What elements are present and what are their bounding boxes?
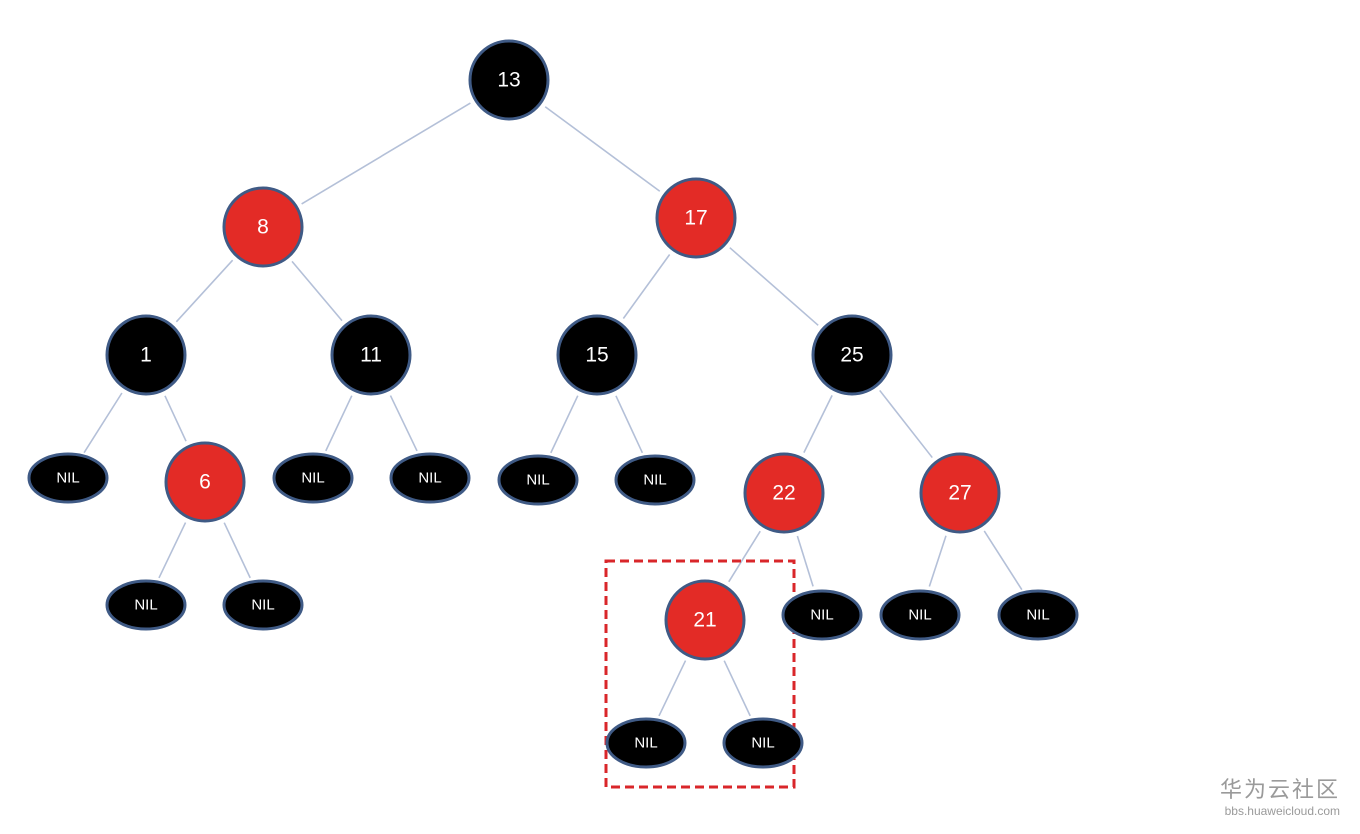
edge-n22-nil_22R xyxy=(796,535,814,587)
tree-node-27: 27 xyxy=(919,452,1001,534)
node-circle-22 xyxy=(743,452,825,534)
node-label-17: 17 xyxy=(684,207,707,230)
tree-node-13: 13 xyxy=(468,39,550,121)
watermark: 华为云社区 bbs.huaweicloud.com xyxy=(1220,778,1340,818)
nil-leaf-shape xyxy=(222,579,304,631)
nil-leaf-node: NIL xyxy=(222,579,304,631)
edge-n13-n17 xyxy=(544,106,661,192)
edge-n25-n27 xyxy=(879,389,933,459)
nil-label: NIL xyxy=(251,597,274,614)
nil-label: NIL xyxy=(1026,607,1049,624)
tree-node-6: 6 xyxy=(164,441,246,523)
node-label-11: 11 xyxy=(360,344,382,367)
edge-n13-n8 xyxy=(301,102,471,205)
nil-leaf-node: NIL xyxy=(27,452,109,504)
nil-label: NIL xyxy=(634,735,657,752)
nil-leaf-node: NIL xyxy=(389,452,471,504)
edge-n15-nil_15R xyxy=(615,395,644,454)
edge-n1-nil_1L xyxy=(83,392,123,454)
nil-leaf-shape xyxy=(27,452,109,504)
tree-node-15: 15 xyxy=(556,314,638,396)
node-label-22: 22 xyxy=(772,482,795,505)
edge-n1-n6 xyxy=(164,395,187,442)
edge-n27-nil_27R xyxy=(983,530,1023,591)
nil-label: NIL xyxy=(418,470,441,487)
tree-edges xyxy=(83,102,1023,717)
node-circle-1 xyxy=(105,314,187,396)
nil-leaf-node: NIL xyxy=(722,717,804,769)
nil-label: NIL xyxy=(908,607,931,624)
nil-leaf-node: NIL xyxy=(105,579,187,631)
nil-label: NIL xyxy=(526,472,549,489)
node-label-8: 8 xyxy=(257,216,269,239)
nil-leaf-shape xyxy=(879,589,961,641)
edge-n21-nil_21L xyxy=(658,660,687,717)
nil-leaf-shape xyxy=(997,589,1079,641)
tree-node-25: 25 xyxy=(811,314,893,396)
tree-node-22: 22 xyxy=(743,452,825,534)
edge-n15-nil_15L xyxy=(550,395,579,454)
nil-label: NIL xyxy=(301,470,324,487)
node-circle-6 xyxy=(164,441,246,523)
edge-n11-nil_11R xyxy=(389,395,418,452)
nil-label: NIL xyxy=(643,472,666,489)
nil-label: NIL xyxy=(134,597,157,614)
edge-n17-n15 xyxy=(622,254,671,319)
nil-leaf-node: NIL xyxy=(605,717,687,769)
watermark-site-name: 华为云社区 xyxy=(1219,778,1340,803)
nil-leaf-shape xyxy=(605,717,687,769)
tree-node-8: 8 xyxy=(222,186,304,268)
nil-leaf-shape xyxy=(781,589,863,641)
node-circle-8 xyxy=(222,186,304,268)
edge-n6-nil_6L xyxy=(158,522,187,579)
nil-leaf-node: NIL xyxy=(272,452,354,504)
node-label-15: 15 xyxy=(585,344,608,367)
nil-leaf-node: NIL xyxy=(997,589,1079,641)
nil-leaf-node: NIL xyxy=(614,454,696,506)
node-label-21: 21 xyxy=(693,609,716,632)
nil-leaf-shape xyxy=(722,717,804,769)
tree-node-11: 11 xyxy=(330,314,412,396)
node-label-1: 1 xyxy=(140,344,152,367)
edge-n25-n22 xyxy=(803,395,833,453)
tree-node-17: 17 xyxy=(655,177,737,259)
node-circle-21 xyxy=(664,579,746,661)
watermark-url: bbs.huaweicloud.com xyxy=(1224,804,1340,818)
edge-n27-nil_27L xyxy=(928,535,947,587)
node-circle-25 xyxy=(811,314,893,396)
edge-n6-nil_6R xyxy=(223,522,251,579)
edge-n8-n1 xyxy=(175,259,234,323)
highlight-box xyxy=(604,559,796,789)
edge-n8-n11 xyxy=(291,260,343,322)
nil-leaf-shape xyxy=(272,452,354,504)
node-label-25: 25 xyxy=(840,344,863,367)
nil-leaf-node: NIL xyxy=(497,454,579,506)
nil-leaf-shape xyxy=(105,579,187,631)
nil-leaf-shape xyxy=(389,452,471,504)
edge-n17-n25 xyxy=(729,247,819,326)
edge-n11-nil_11L xyxy=(325,395,353,452)
nil-label: NIL xyxy=(810,607,833,624)
edge-n21-nil_21R xyxy=(723,660,751,717)
nil-label: NIL xyxy=(751,735,774,752)
node-label-13: 13 xyxy=(497,69,520,92)
node-label-6: 6 xyxy=(199,471,211,494)
nil-label: NIL xyxy=(56,470,79,487)
node-circle-27 xyxy=(919,452,1001,534)
tree-node-1: 1 xyxy=(105,314,187,396)
node-circle-13 xyxy=(468,39,550,121)
nil-leaf-node: NIL xyxy=(879,589,961,641)
nil-leaf-node: NIL xyxy=(781,589,863,641)
tree-node-21: 21 xyxy=(664,579,746,661)
nil-leaf-shape xyxy=(497,454,579,506)
node-circle-17 xyxy=(655,177,737,259)
nil-leaf-shape xyxy=(614,454,696,506)
node-label-27: 27 xyxy=(948,482,971,505)
node-circle-11 xyxy=(330,314,412,396)
node-circle-15 xyxy=(556,314,638,396)
edge-n22-n21 xyxy=(728,530,761,583)
